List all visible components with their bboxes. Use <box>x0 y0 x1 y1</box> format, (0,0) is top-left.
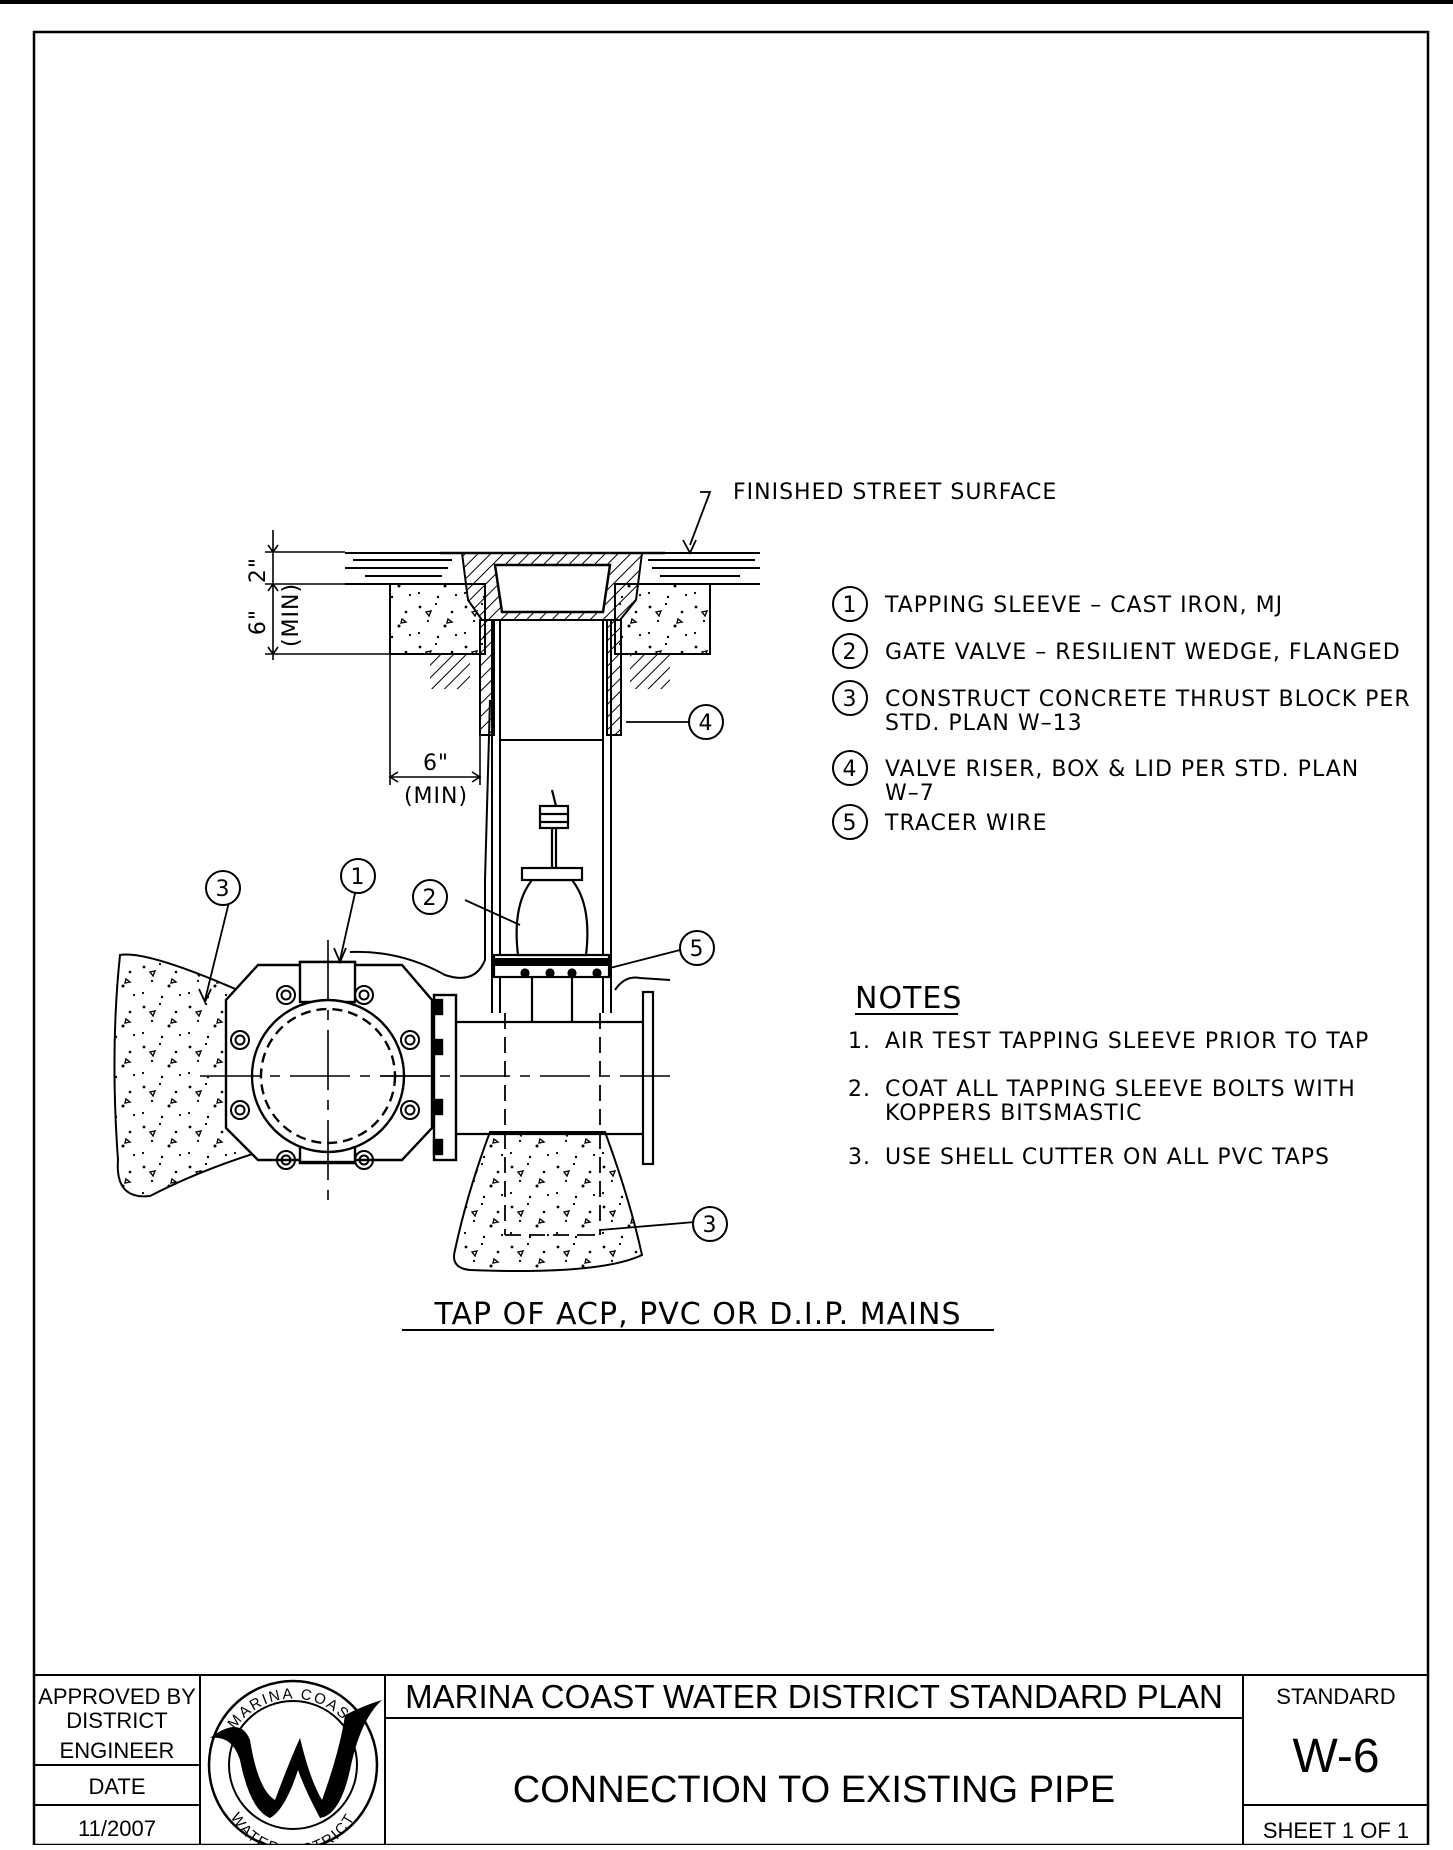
gate-valve <box>492 789 611 1022</box>
dim-top-6: 6" <box>246 609 271 635</box>
notes: NOTES 1. AIR TEST TAPPING SLEEVE PRIOR TO… <box>848 981 1369 1170</box>
note-text-2-2: KOPPERS BITSMASTIC <box>885 1101 1143 1126</box>
sheet-count: SHEET 1 OF 1 <box>1263 1818 1409 1843</box>
balloon-3a: 3 <box>216 877 231 902</box>
legend-balloon-1 <box>832 586 868 622</box>
notes-heading: NOTES <box>855 981 962 1016</box>
logo-ring-top: MARINA COAST <box>224 1685 359 1732</box>
tapping-sleeve <box>200 940 458 1200</box>
legend-text-2-1: GATE VALVE – RESILIENT WEDGE, FLANGED <box>885 640 1401 665</box>
note-num-2: 2. <box>848 1077 871 1102</box>
date-label: DATE <box>88 1774 145 1799</box>
legend-num-4: 4 <box>843 757 858 782</box>
detail-drawing <box>113 491 760 1272</box>
dim-top-min: (MIN) <box>279 583 304 647</box>
balloon-4: 4 <box>699 711 714 736</box>
balloon-3b: 3 <box>703 1213 718 1238</box>
legend-balloon-4 <box>832 750 868 786</box>
legend-num-3: 3 <box>843 687 858 712</box>
legend-num-2: 2 <box>843 640 858 665</box>
standard-label: STANDARD <box>1276 1684 1395 1709</box>
legend-text-5-1: TRACER WIRE <box>884 811 1047 836</box>
balloon-5: 5 <box>690 937 705 962</box>
frame-border <box>32 30 1430 1847</box>
dimension-side <box>388 654 482 785</box>
note-text-3-1: USE SHELL CUTTER ON ALL PVC TAPS <box>885 1145 1330 1170</box>
legend-balloon-3 <box>832 680 868 716</box>
legend-num-5: 5 <box>843 811 858 836</box>
note-num-3: 3. <box>848 1145 871 1170</box>
note-text-1-1: AIR TEST TAPPING SLEEVE PRIOR TO TAP <box>885 1029 1369 1054</box>
legend-text-3-1: CONSTRUCT CONCRETE THRUST BLOCK PER <box>885 687 1411 712</box>
legend-text-4-2: W–7 <box>885 781 935 806</box>
thrust-block-bottom <box>453 1131 644 1272</box>
title-block <box>34 1674 1428 1845</box>
tee-pipe <box>380 990 680 1236</box>
dimension-top <box>265 530 390 660</box>
date-value: 11/2007 <box>78 1816 156 1841</box>
note-text-2-1: COAT ALL TAPPING SLEEVE BOLTS WITH <box>885 1077 1356 1102</box>
tracer-wire <box>349 699 491 979</box>
callout-finished-street-surface: FINISHED STREET SURFACE <box>733 480 1057 505</box>
svg-text:MARINA COAST: MARINA COAST <box>224 1685 361 1732</box>
note-num-1: 1. <box>848 1029 871 1054</box>
balloon-2: 2 <box>423 886 438 911</box>
district-logo: MARINA COAST WATER DISTRICT <box>207 1679 382 1850</box>
balloon-1: 1 <box>351 865 366 890</box>
svg-text:WATER DISTRICT: WATER DISTRICT <box>227 1810 359 1845</box>
approved-by-line3: ENGINEER <box>60 1738 175 1763</box>
legend-num-1: 1 <box>843 593 858 618</box>
legend-text-1-1: TAPPING SLEEVE – CAST IRON, MJ <box>884 593 1283 618</box>
legend: 1 TAPPING SLEEVE – CAST IRON, MJ 2 GATE VAL… <box>832 586 1411 840</box>
legend-text-3-2: STD. PLAN W–13 <box>885 711 1083 736</box>
approved-by-line1: APPROVED BY <box>38 1684 196 1709</box>
soil-hatch-left <box>430 654 470 689</box>
legend-text-4-1: VALVE RISER, BOX & LID PER STD. PLAN <box>885 757 1359 782</box>
dim-side-min: (MIN) <box>404 784 468 809</box>
dim-side-6: 6" <box>423 751 449 776</box>
legend-balloon-2 <box>832 633 868 669</box>
approved-by-line2: DISTRICT <box>66 1708 167 1733</box>
standard-value: W-6 <box>1292 1730 1379 1783</box>
legend-balloon-5 <box>832 804 868 840</box>
logo-w-mark <box>210 1700 382 1818</box>
sheet-title: CONNECTION TO EXISTING PIPE <box>513 1769 1115 1811</box>
dim-top-2: 2" <box>246 557 271 583</box>
org-title: MARINA COAST WATER DISTRICT STANDARD PLA… <box>405 1678 1223 1715</box>
tracer-wire-right <box>614 976 671 991</box>
drawing-title: TAP OF ACP, PVC OR D.I.P. MAINS <box>434 1297 962 1332</box>
logo-ring-bottom: WATER DISTRICT <box>227 1810 357 1850</box>
soil-hatch-right <box>630 654 670 689</box>
balloons: 1 2 3 3 4 5 <box>205 704 728 1242</box>
